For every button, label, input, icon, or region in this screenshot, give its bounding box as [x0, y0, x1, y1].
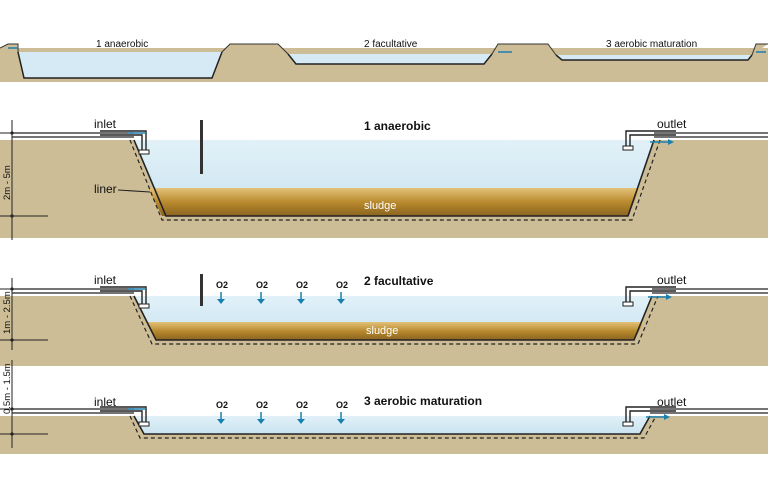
- overview-label-1: 1 anaerobic: [96, 39, 148, 50]
- outlet-pipe: [625, 406, 676, 424]
- overview-pond-2: [288, 54, 492, 64]
- sludge-layer: [146, 322, 644, 340]
- oxygen-label: O2: [336, 280, 348, 290]
- sludge-label: sludge: [364, 200, 396, 212]
- outlet-arrow-icon: [666, 294, 672, 300]
- oxygen-arrows: O2 O2 O2 O2: [216, 280, 348, 304]
- inlet-pipe: [100, 286, 147, 306]
- sludge-label: sludge: [366, 325, 398, 337]
- section-title: 3 aerobic maturation: [364, 394, 482, 408]
- section-facultative: O2 O2 O2 O2 inlet outlet 2 facultative s…: [0, 273, 768, 366]
- oxygen-label: O2: [296, 400, 308, 410]
- outlet-pipe: [625, 286, 676, 304]
- oxygen-arrow-icon: [297, 412, 305, 424]
- overview-embankment-2: [491, 43, 557, 56]
- oxygen-arrow-icon: [337, 292, 345, 304]
- overview-embankment-1: [221, 43, 289, 55]
- oxygen-label: O2: [256, 280, 268, 290]
- baffle: [200, 274, 203, 306]
- inlet-label: inlet: [94, 117, 117, 131]
- liner-line: [133, 295, 653, 341]
- inlet-label: inlet: [94, 273, 117, 287]
- section-anaerobic: inlet outlet 1 anaerobic liner sludge 2m…: [0, 117, 768, 240]
- inlet-pipe: [100, 406, 147, 424]
- outlet-label: outlet: [657, 117, 687, 131]
- overview-label-3: 3 aerobic maturation: [606, 39, 697, 50]
- water: [134, 416, 650, 434]
- section-title: 2 facultative: [364, 274, 434, 288]
- oxygen-label: O2: [336, 400, 348, 410]
- depth-label: 1m - 2.5m: [2, 291, 13, 334]
- outlet-arrow-icon: [668, 139, 674, 145]
- oxygen-label: O2: [296, 280, 308, 290]
- oxygen-label: O2: [256, 400, 268, 410]
- outlet-label: outlet: [657, 395, 687, 409]
- oxygen-arrow-icon: [257, 292, 265, 304]
- depth-label: 0.5m - 1.5m: [2, 363, 13, 414]
- inlet-pipe: [100, 130, 147, 152]
- sludge-layer: [148, 188, 640, 216]
- overview-strip: 1 anaerobic 2 facultative 3 aerobic matu…: [0, 39, 768, 82]
- oxygen-arrows: O2 O2 O2 O2: [216, 400, 348, 424]
- outlet-arrow-icon: [664, 414, 670, 420]
- overview-pond-3: [556, 55, 752, 60]
- oxygen-arrow-icon: [217, 412, 225, 424]
- outlet-pipe: [625, 130, 676, 148]
- oxygen-arrow-icon: [297, 292, 305, 304]
- section-aerobic-maturation: O2 O2 O2 O2 inlet outlet 3 aerobic matur…: [0, 360, 768, 454]
- liner-label: liner: [94, 182, 117, 196]
- outlet-label: outlet: [657, 273, 687, 287]
- oxygen-arrow-icon: [217, 292, 225, 304]
- section-title: 1 anaerobic: [364, 119, 431, 133]
- overview-pond-1: [18, 52, 222, 78]
- liner-line: [133, 139, 655, 217]
- oxygen-arrow-icon: [337, 412, 345, 424]
- oxygen-label: O2: [216, 400, 228, 410]
- depth-label: 2m - 5m: [2, 165, 13, 200]
- oxygen-arrow-icon: [257, 412, 265, 424]
- inlet-label: inlet: [94, 395, 117, 409]
- overview-label-2: 2 facultative: [364, 39, 418, 50]
- baffle: [200, 120, 203, 174]
- oxygen-label: O2: [216, 280, 228, 290]
